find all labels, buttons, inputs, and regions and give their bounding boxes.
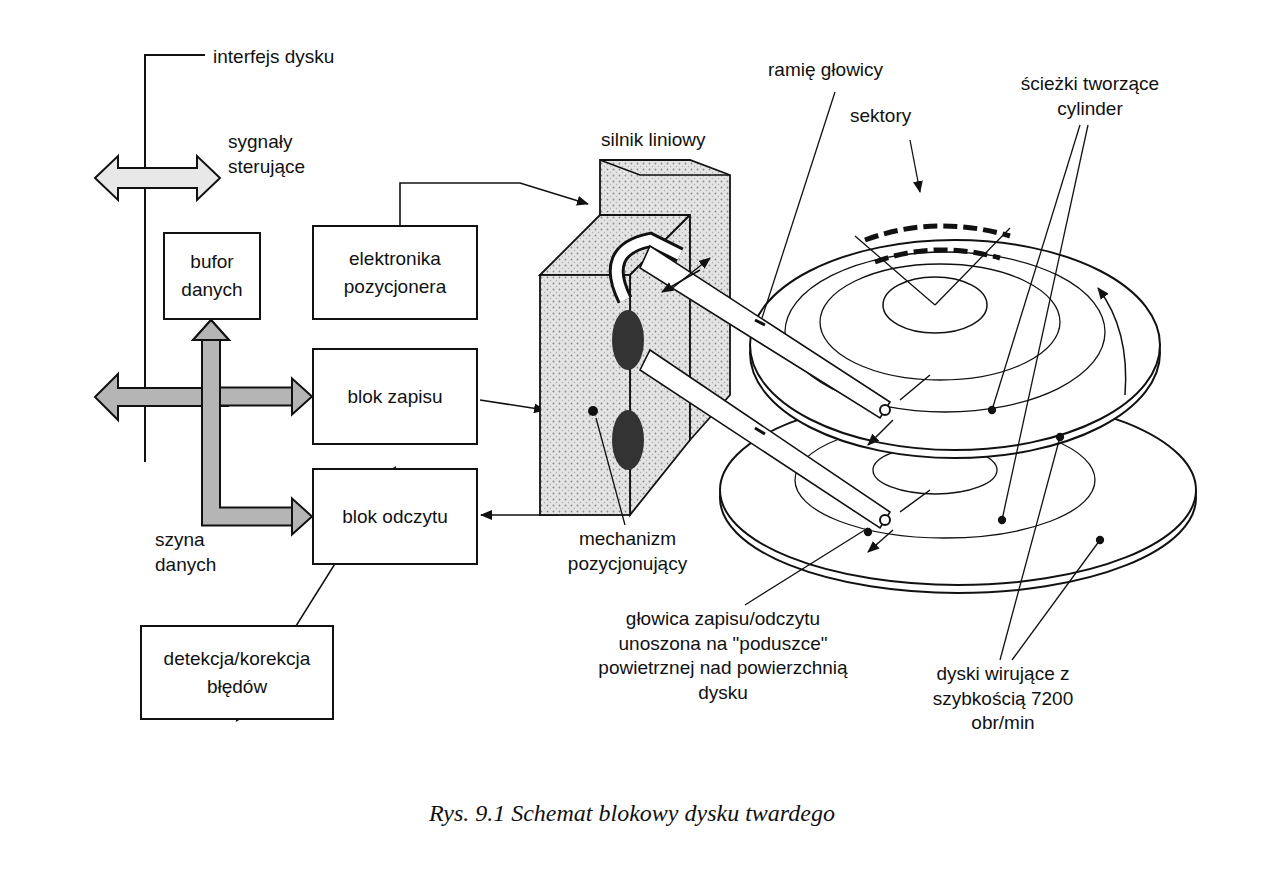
write-wire bbox=[480, 400, 545, 410]
leader-lines bbox=[596, 92, 1104, 660]
read-block-box: blok odczytu bbox=[312, 468, 478, 565]
sector-arc bbox=[875, 250, 1000, 262]
motor-label: silnik liniowy bbox=[601, 128, 751, 153]
platter-label: dyski wirujące z szybkością 7200 obr/min bbox=[918, 662, 1088, 736]
box-text: blok zapisu bbox=[347, 383, 442, 411]
mechanism-label: mechanizm pozycjonujący bbox=[540, 527, 715, 576]
sector-label: sektory bbox=[850, 104, 960, 129]
error-correction-box: detekcja/korekcja błędów bbox=[140, 625, 334, 720]
control-signal-arrow bbox=[95, 156, 220, 200]
upper-platter bbox=[750, 226, 1160, 458]
signal-label: sygnały sterujące bbox=[228, 130, 348, 179]
sector-boundary bbox=[855, 228, 1010, 305]
linear-motor bbox=[540, 160, 730, 515]
rotation-arrow bbox=[1098, 288, 1126, 395]
head-label: głowica zapisu/odczytu unoszona na "podu… bbox=[598, 607, 848, 706]
head-arms bbox=[612, 240, 930, 552]
box-text: elektronika pozycjonera bbox=[324, 245, 466, 300]
data-bus bbox=[193, 320, 312, 535]
box-text: detekcja/korekcja błędów bbox=[152, 645, 322, 700]
box-text: bufor danych bbox=[175, 248, 249, 303]
interface-label: interfejs dysku bbox=[213, 45, 383, 70]
cylinder-label: ścieżki tworzące cylinder bbox=[995, 72, 1185, 121]
figure-caption: Rys. 9.1 Schemat blokowy dysku twardego bbox=[429, 800, 835, 827]
buffer-box: bufor danych bbox=[163, 232, 261, 320]
sector-arc bbox=[865, 226, 1010, 240]
box-text: blok odczytu bbox=[342, 503, 448, 531]
arm-label: ramię głowicy bbox=[768, 58, 938, 83]
bus-label: szyna danych bbox=[155, 528, 235, 577]
write-block-box: blok zapisu bbox=[312, 348, 478, 445]
positioner-box: elektronika pozycjonera bbox=[312, 225, 478, 320]
positioner-wire bbox=[400, 183, 588, 225]
